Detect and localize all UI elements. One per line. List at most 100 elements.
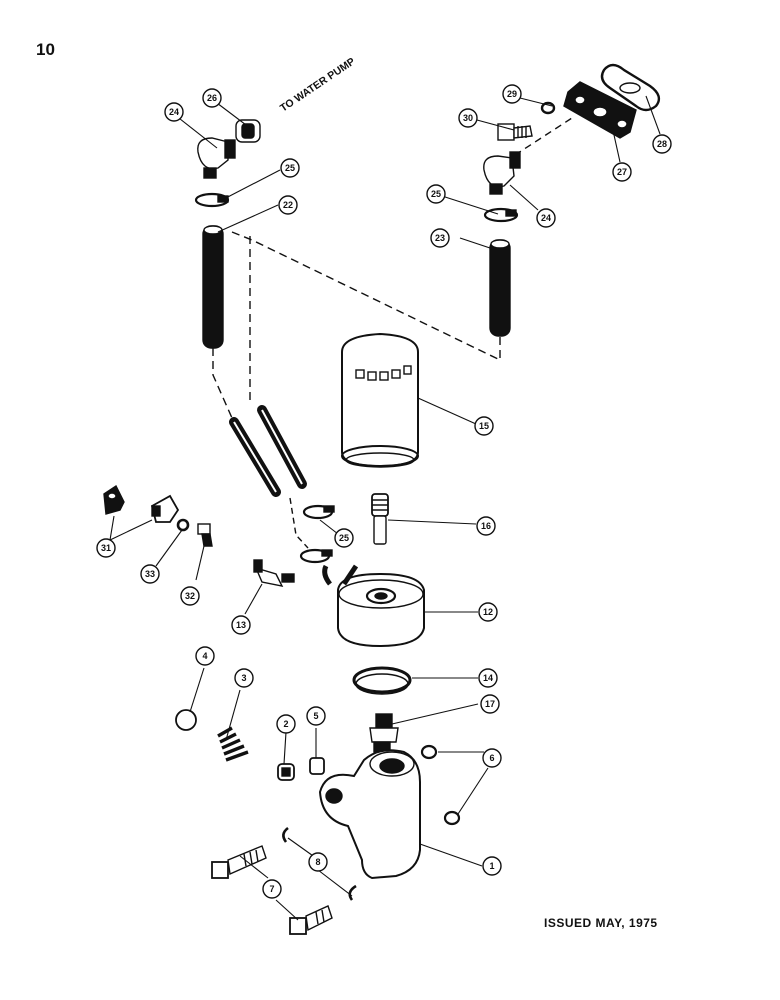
- o-rings-6: [420, 744, 461, 826]
- spring-3: [217, 726, 249, 762]
- callout-label: 4: [202, 651, 207, 661]
- callout-label: 24: [541, 213, 551, 223]
- callout-circle: [306, 706, 326, 726]
- callout-label: 17: [485, 699, 495, 709]
- gasket-28: [600, 63, 661, 112]
- callout-16: 16: [476, 516, 496, 536]
- clamp-25-lower-a: [302, 504, 335, 520]
- callout-label: 23: [435, 233, 445, 243]
- bolts-7: [211, 845, 333, 935]
- washer-29: [540, 101, 556, 115]
- hose-23: [489, 239, 511, 337]
- callout-23: 23: [430, 228, 450, 248]
- callout-circle: [276, 714, 296, 734]
- callout-circle: [262, 879, 282, 899]
- clamp-dash: [289, 497, 309, 549]
- cooler-12: [322, 564, 425, 648]
- hose-route-dash: [231, 231, 501, 362]
- callout-24: 24: [536, 208, 556, 228]
- callout-28: 28: [652, 134, 672, 154]
- washer-33: [176, 518, 190, 532]
- note-water-pump: TO WATER PUMP: [278, 55, 357, 114]
- callout-circle: [231, 615, 251, 635]
- callout-circle: [612, 162, 632, 182]
- callout-circle: [458, 108, 478, 128]
- callout-25: 25: [334, 528, 354, 548]
- callout-29: 29: [502, 84, 522, 104]
- elbow-24-left: [197, 137, 236, 179]
- callout-12: 12: [478, 602, 498, 622]
- callout-label: 28: [657, 139, 667, 149]
- clamp-25-top-left: [194, 192, 230, 208]
- callout-25: 25: [426, 184, 446, 204]
- callout-30: 30: [458, 108, 478, 128]
- callout-27: 27: [612, 162, 632, 182]
- hoses-middle: [229, 405, 307, 497]
- callout-label: 31: [101, 543, 111, 553]
- plug-2: [277, 763, 295, 781]
- nipple-17: [369, 713, 399, 753]
- callout-label: 22: [283, 200, 293, 210]
- fitting-26: [235, 119, 261, 143]
- callout-circle: [478, 668, 498, 688]
- callout-label: 25: [285, 163, 295, 173]
- callout-label: 16: [481, 521, 491, 531]
- issued-date: ISSUED MAY, 1975: [544, 916, 658, 930]
- callout-circle: [426, 184, 446, 204]
- nipple-16: [371, 493, 389, 545]
- callout-5: 5: [306, 706, 326, 726]
- plate-27: [563, 81, 637, 139]
- plug-4: [175, 709, 197, 731]
- callout-label: 3: [241, 673, 246, 683]
- callout-label: 12: [483, 607, 493, 617]
- callout-label: 25: [339, 533, 349, 543]
- callout-32: 32: [180, 586, 200, 606]
- callout-14: 14: [478, 668, 498, 688]
- callout-circle: [140, 564, 160, 584]
- callout-26: 26: [202, 88, 222, 108]
- callout-label: 15: [479, 421, 489, 431]
- callout-label: 5: [313, 711, 318, 721]
- callout-1: 1: [482, 856, 502, 876]
- housing-1: [318, 749, 421, 880]
- callout-circle: [430, 228, 450, 248]
- clips-31: [103, 484, 180, 523]
- page-number: 10: [36, 40, 55, 59]
- callout-label: 29: [507, 89, 517, 99]
- lock-washers-8: [282, 826, 357, 901]
- callout-circle: [280, 158, 300, 178]
- callout-circle: [482, 748, 502, 768]
- callout-label: 33: [145, 569, 155, 579]
- seal-14: [352, 666, 412, 695]
- hose-22: [202, 225, 224, 349]
- callout-8: 8: [308, 852, 328, 872]
- callout-circle: [482, 856, 502, 876]
- callout-17: 17: [480, 694, 500, 714]
- callout-circle: [96, 538, 116, 558]
- callout-3: 3: [234, 668, 254, 688]
- filter-15: [341, 332, 419, 468]
- valve-5: [309, 757, 325, 775]
- callout-circle: [195, 646, 215, 666]
- callout-2: 2: [276, 714, 296, 734]
- clamp-25-lower-b: [299, 548, 333, 564]
- callout-label: 24: [169, 107, 179, 117]
- bolt-32: [197, 523, 213, 547]
- callout-label: 26: [207, 93, 217, 103]
- callout-label: 6: [489, 753, 494, 763]
- callout-31: 31: [96, 538, 116, 558]
- callout-label: 27: [617, 167, 627, 177]
- callout-label: 7: [269, 884, 274, 894]
- callout-25: 25: [280, 158, 300, 178]
- callout-label: 14: [483, 673, 493, 683]
- callout-label: 30: [463, 113, 473, 123]
- callout-label: 13: [236, 620, 246, 630]
- callout-circle: [502, 84, 522, 104]
- elbow-24-right: [483, 151, 521, 195]
- callout-circle: [474, 416, 494, 436]
- callout-circle: [480, 694, 500, 714]
- callout-circle: [308, 852, 328, 872]
- callout-circle: [202, 88, 222, 108]
- callout-label: 8: [315, 857, 320, 867]
